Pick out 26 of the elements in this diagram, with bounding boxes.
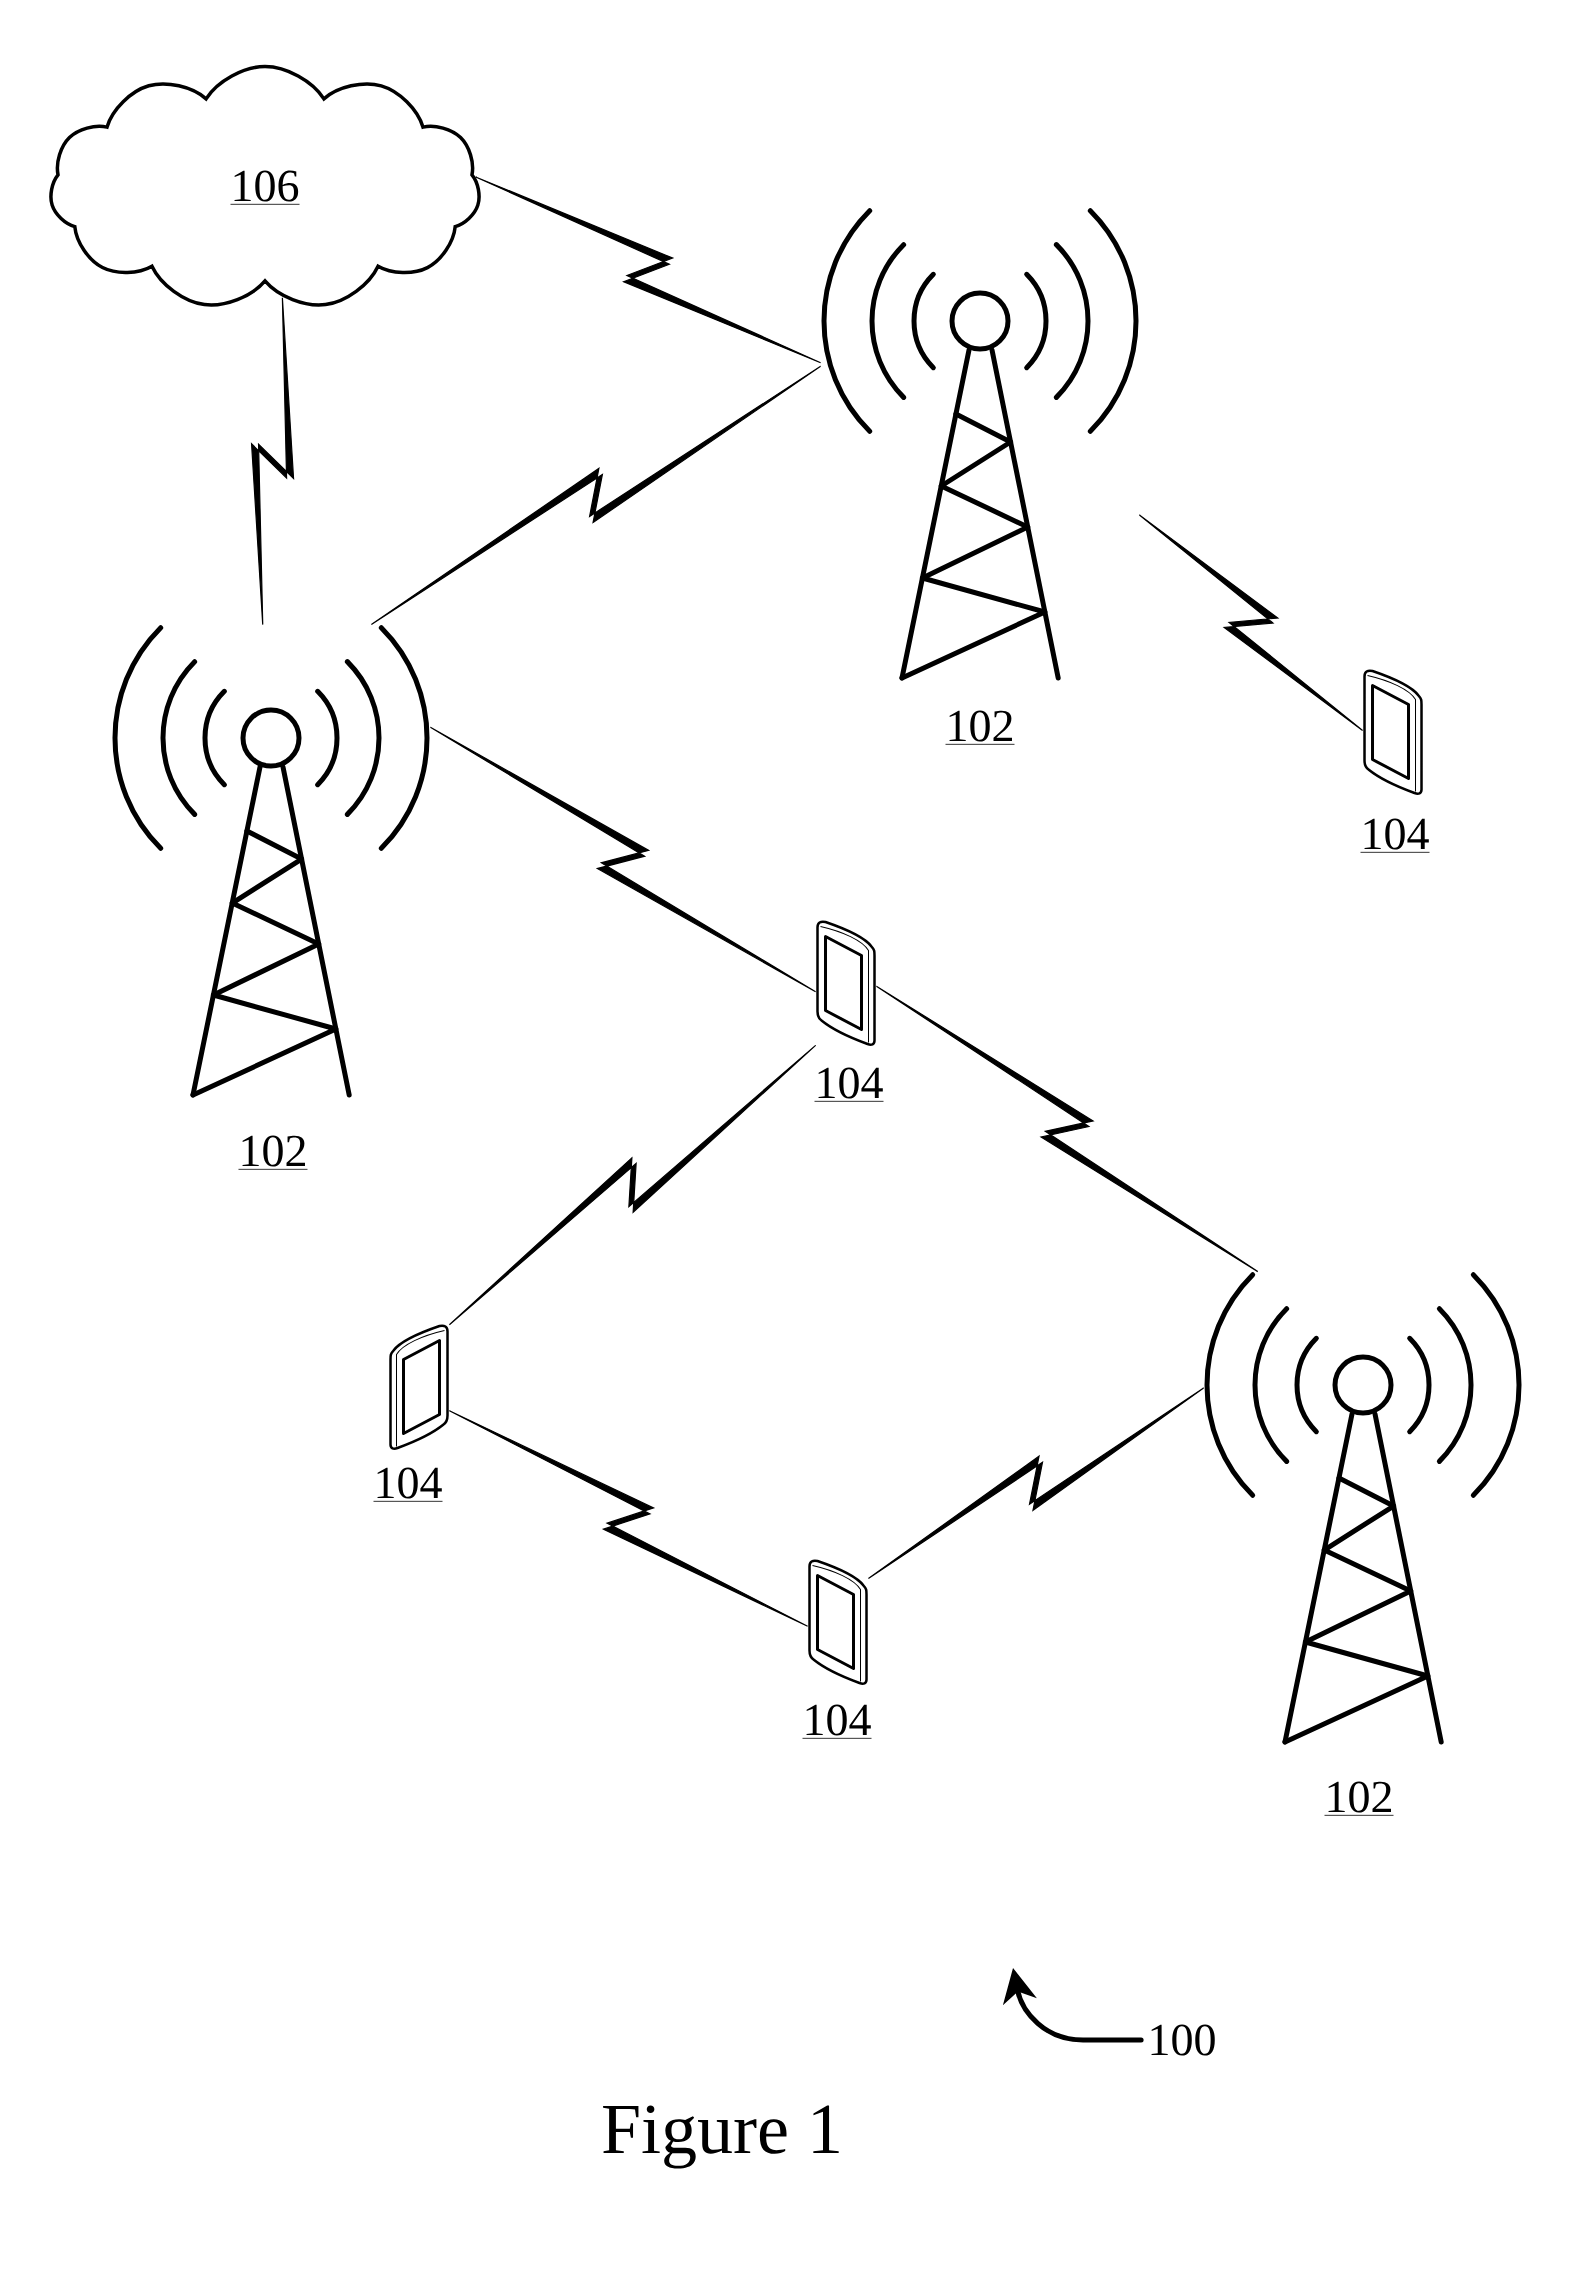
reference-numeral: 102 [238,1135,308,1170]
lightning-link [448,1044,817,1326]
mobile-phone [816,920,876,1046]
lightning-link [250,297,295,626]
lightning-link [475,176,822,364]
reference-numeral: 102 [945,710,1015,745]
mobile-phone [808,1559,868,1685]
reference-numeral: 104 [373,1467,443,1502]
lightning-link [429,726,817,993]
lightning-link [875,985,1259,1273]
antenna-tower [112,625,430,1098]
lightning-link [1138,514,1364,731]
lightning-link [370,365,822,626]
reference-numeral: 100 [1151,2024,1215,2056]
reference-numeral: 102 [1324,1781,1394,1816]
figure-caption: Figure 1 [603,2105,839,2169]
reference-numeral: 104 [814,1067,884,1102]
reference-numeral: 104 [802,1704,872,1739]
mobile-phone [1363,669,1423,795]
lightning-link [448,1410,809,1627]
cloud: 106 [49,64,481,307]
mobile-phone [389,1324,449,1450]
lightning-link [867,1387,1205,1580]
reference-numeral: 104 [1360,818,1430,853]
antenna-tower [1204,1272,1522,1745]
antenna-tower [821,208,1139,681]
